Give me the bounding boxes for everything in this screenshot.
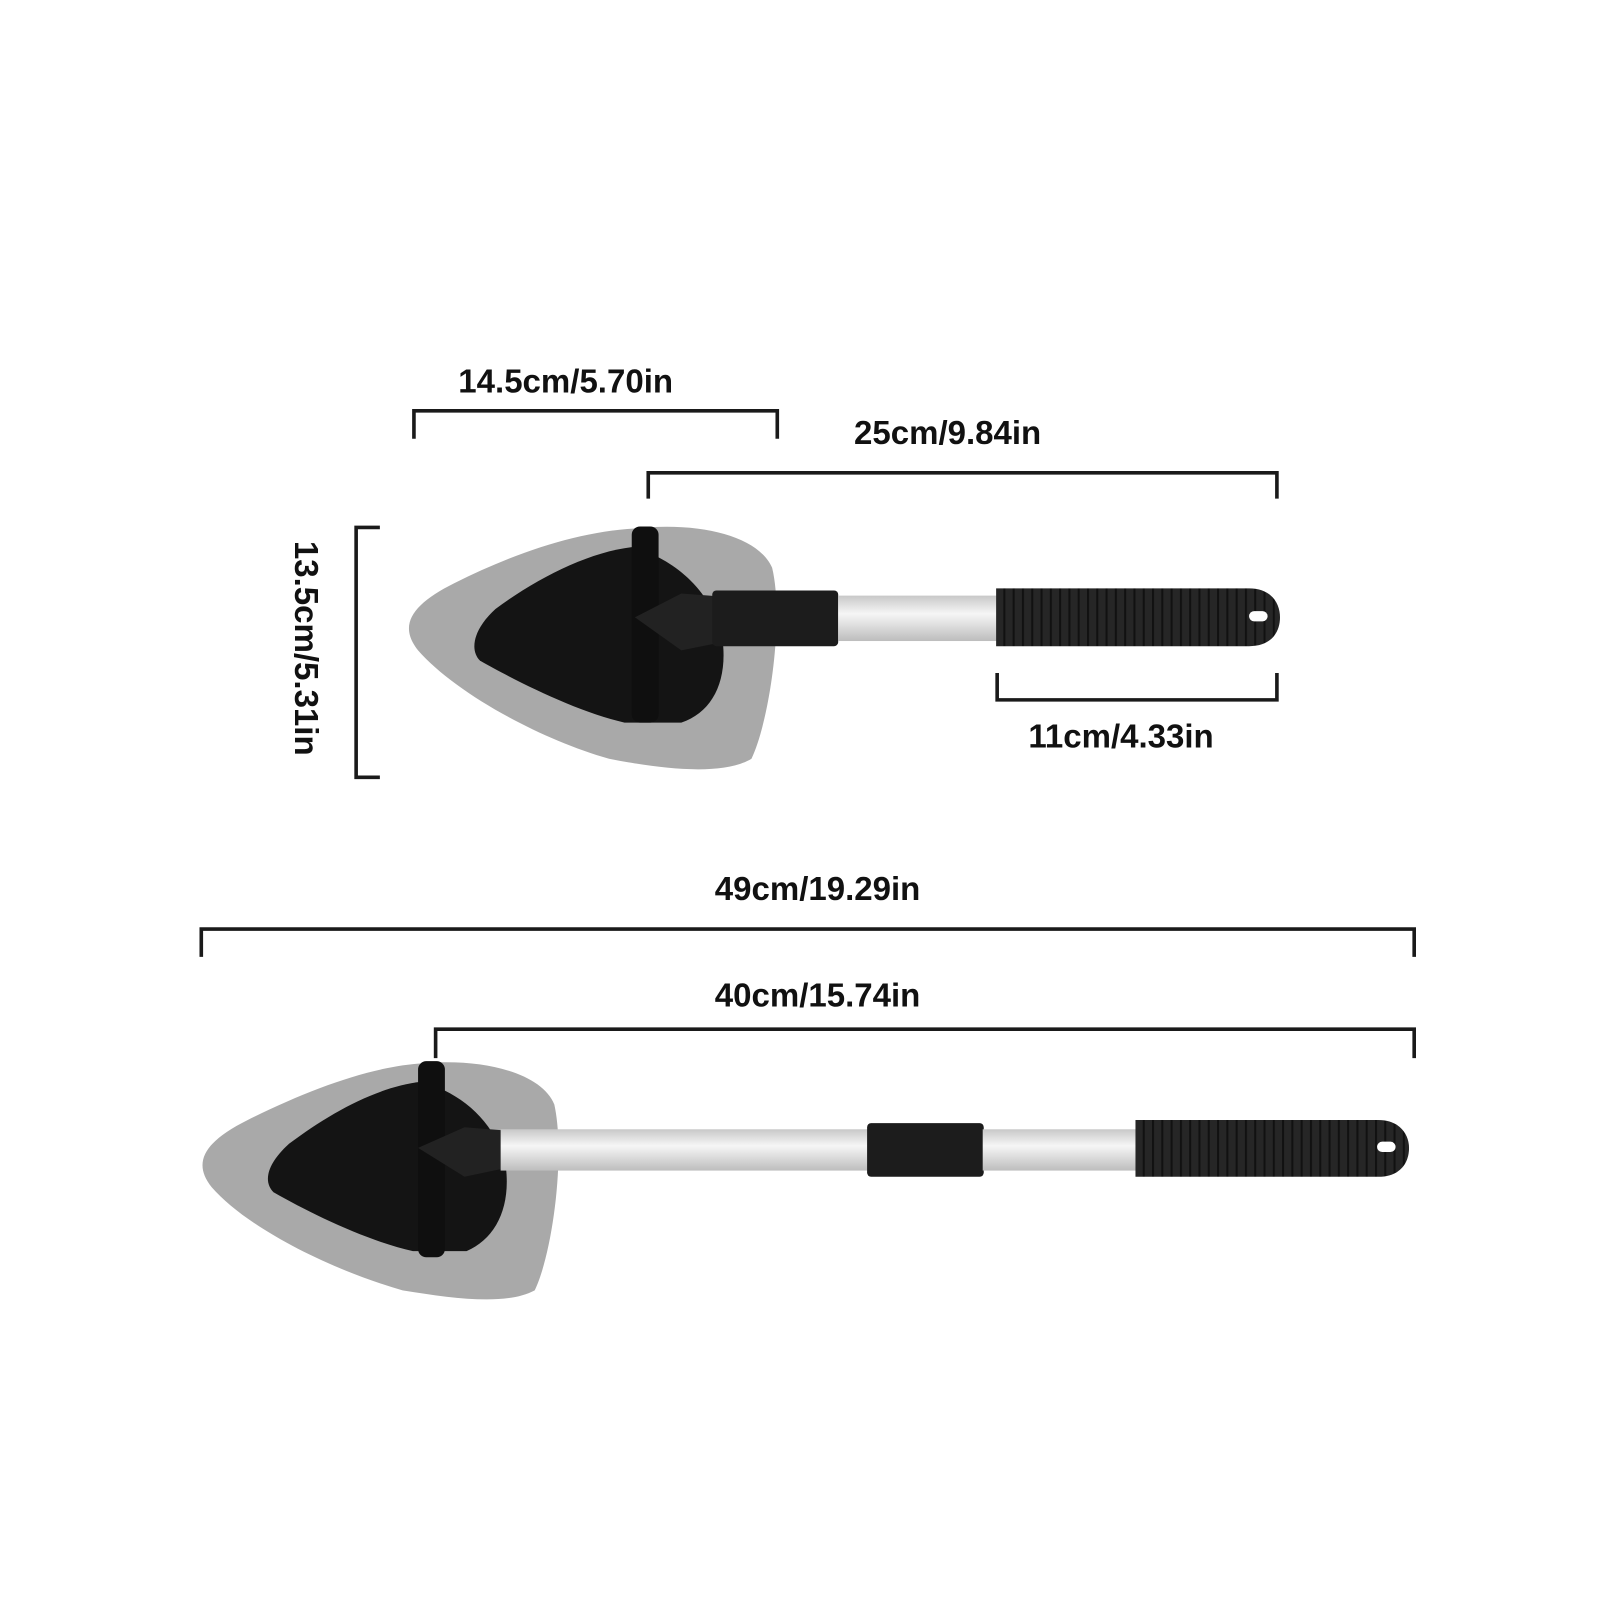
head-height-label: 13.5cm/5.31in — [288, 541, 325, 756]
hang-hole — [1249, 611, 1268, 622]
handle-grip — [1135, 1120, 1410, 1177]
handle-sleeve — [867, 1123, 984, 1177]
extended-handle-bracket — [433, 1027, 1416, 1059]
grip-length-label: 11cm/4.33in — [1028, 717, 1213, 754]
hang-hole — [1377, 1141, 1396, 1152]
swivel-joint — [634, 593, 723, 651]
brush-extended — [202, 1061, 1410, 1300]
brush-collapsed — [408, 526, 1280, 770]
extended-handle-label: 40cm/15.74in — [715, 976, 921, 1013]
total-length-bracket — [199, 927, 1416, 957]
head-clip — [418, 1061, 445, 1258]
telescopic-tube — [982, 1129, 1138, 1171]
brush-head-plate — [474, 547, 724, 723]
head-height-bracket — [354, 525, 380, 780]
handle-grip — [996, 588, 1280, 647]
total-length-label: 49cm/19.29in — [715, 870, 921, 907]
grip-length-bracket — [995, 673, 1279, 702]
head-width-bracket — [412, 409, 780, 439]
telescopic-tube — [500, 1129, 871, 1171]
handle-sleeve — [712, 590, 839, 647]
short-handle-label: 25cm/9.84in — [854, 414, 1041, 451]
swivel-joint — [418, 1127, 504, 1177]
short-handle-bracket — [646, 470, 1279, 499]
brush-head-plate — [267, 1081, 507, 1252]
telescopic-tube — [838, 595, 999, 642]
head-width-label: 14.5cm/5.70in — [458, 362, 673, 399]
